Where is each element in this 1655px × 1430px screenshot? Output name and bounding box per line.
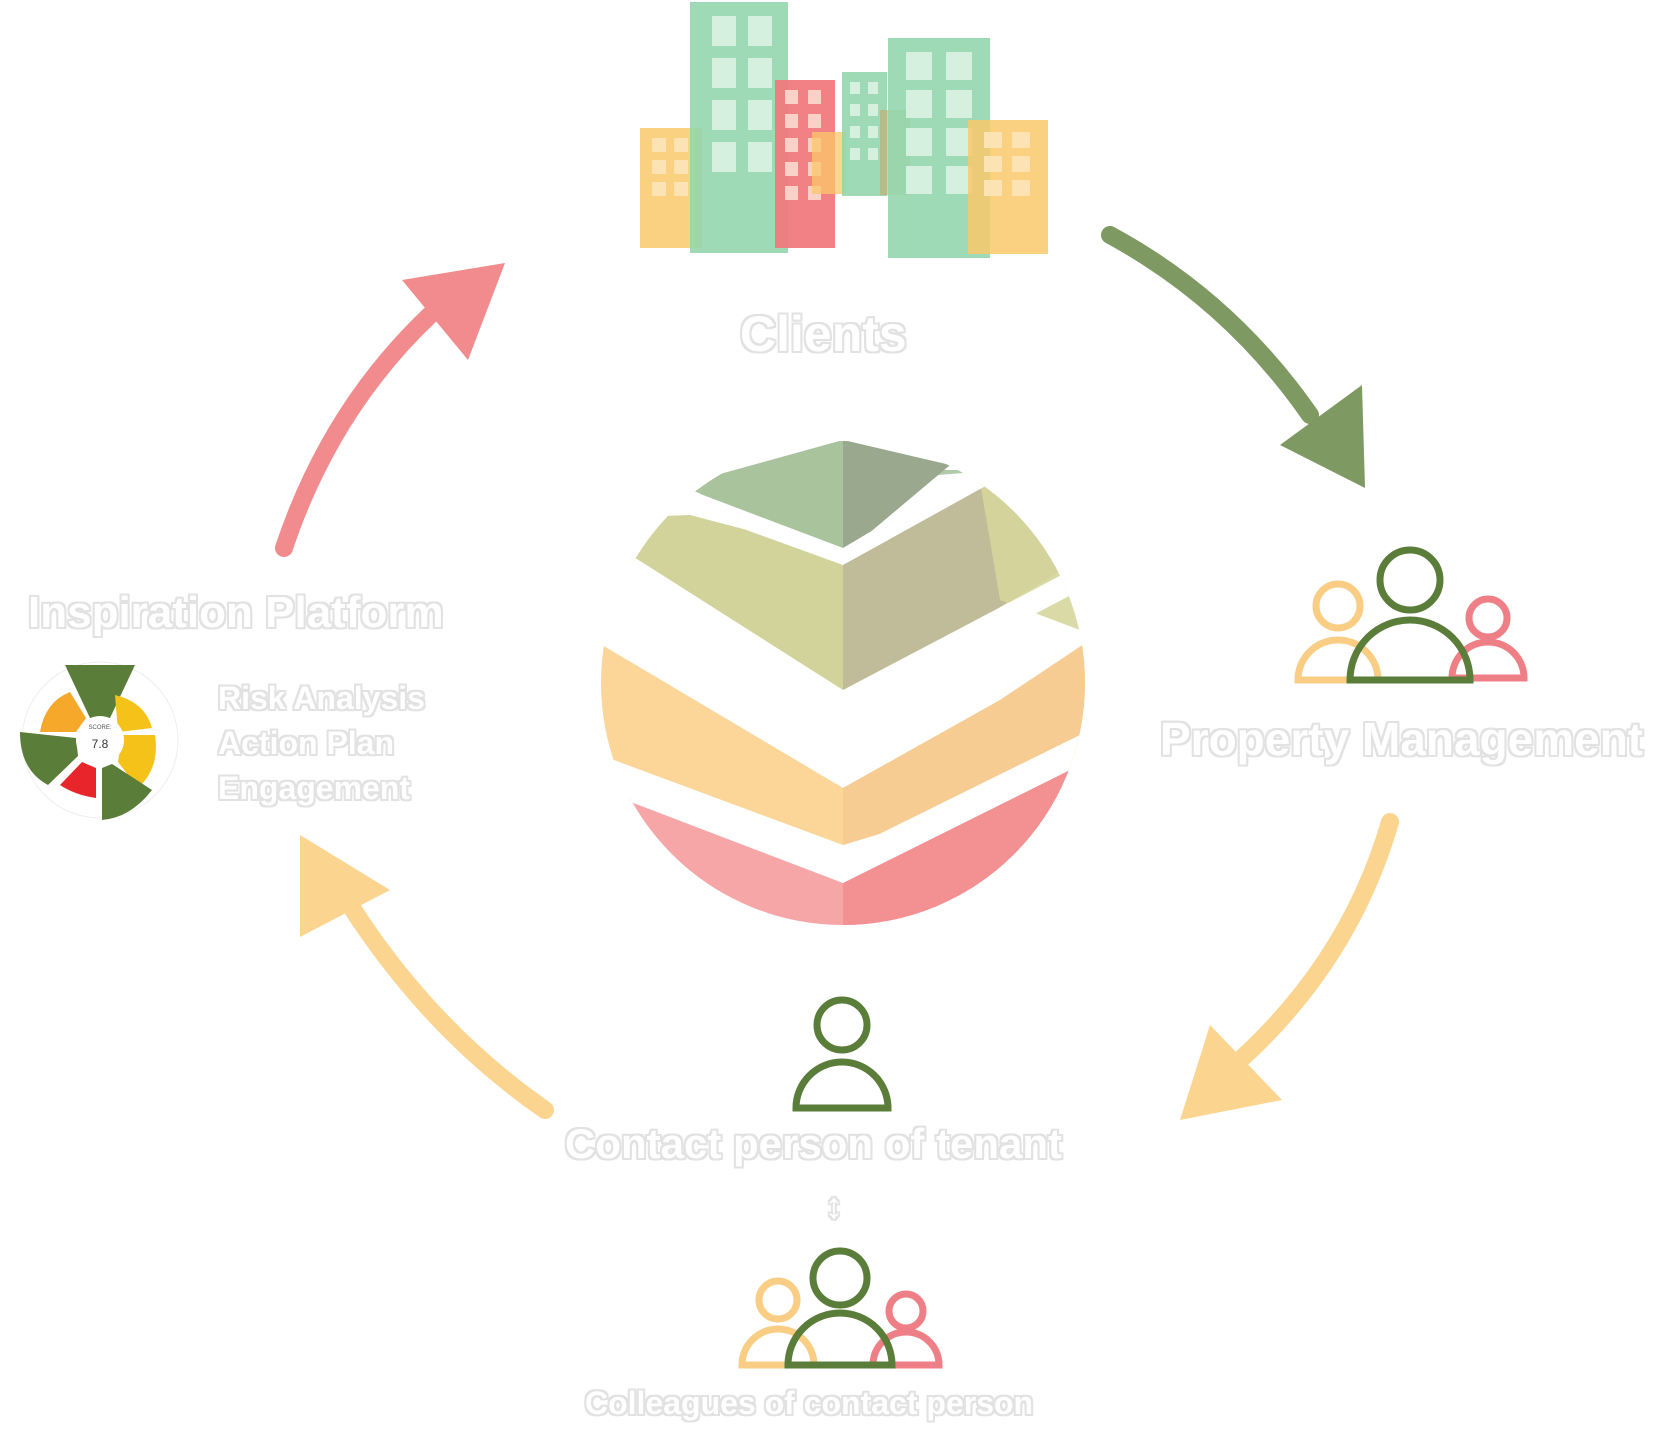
score-value: 7.8 [91,737,109,751]
arrow-property-management-to-contact [1180,813,1399,1120]
arrow-clients-to-property-management [1101,226,1365,488]
contact-colleague-connector: ↕ [825,1185,843,1226]
center-logo [601,441,1085,925]
person-icon-contact [792,996,892,1112]
score-dial-icon [20,661,179,820]
contact-person-label: Contact person of tenant [565,1120,1063,1167]
arrow-contact-to-platform [300,835,554,1119]
platform-feature-action-plan: Action Plan [218,725,395,761]
colleagues-label: Colleagues of contact person [585,1385,1034,1421]
platform-label: Inspiration Platform [28,588,444,637]
arrow-platform-to-clients [275,263,505,557]
score-label: SCORE: [88,725,112,731]
clients-label: Clients [740,306,907,362]
platform-feature-engagement: Engagement [218,770,411,806]
property-management-label: Property Management [1160,713,1644,765]
platform-feature-risk-analysis: Risk Analysis [218,680,425,716]
people-group-icon-property [1294,546,1528,684]
buildings-icon [640,2,1048,258]
people-group-icon-colleagues [738,1247,943,1369]
